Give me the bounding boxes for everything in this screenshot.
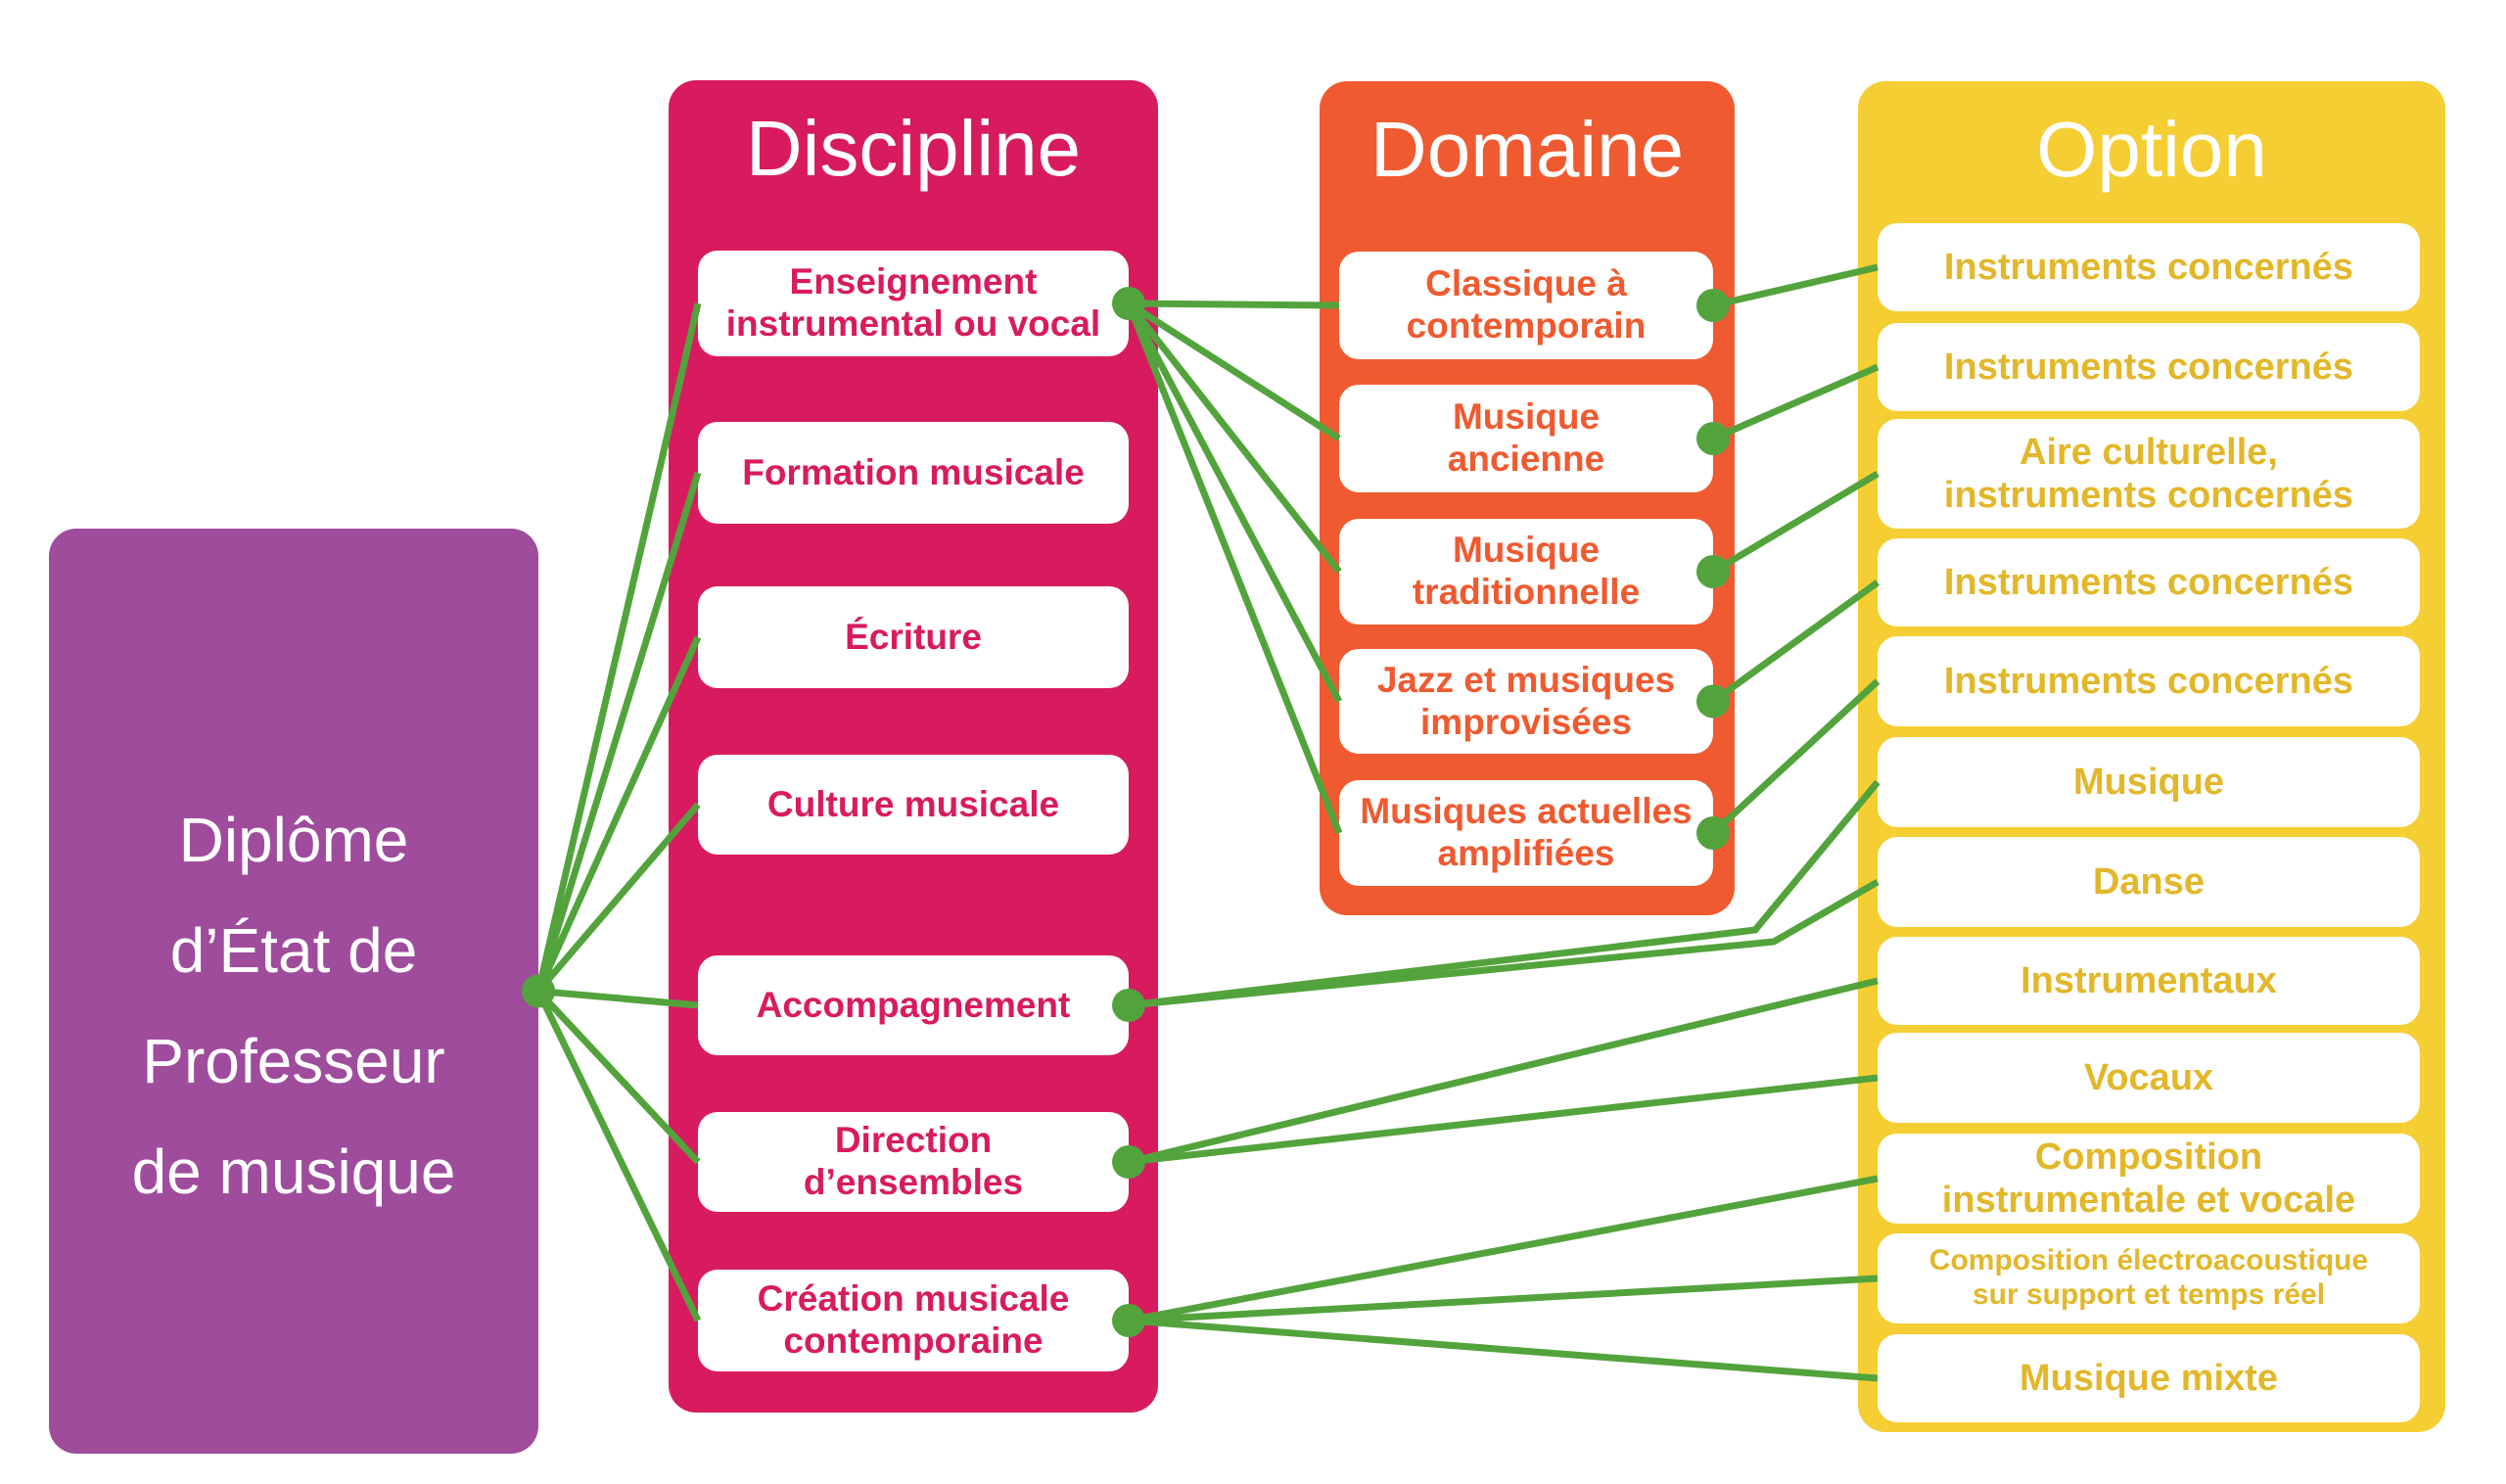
discipline-item-label: Culture musicale	[766, 783, 1060, 824]
discipline-item-label: Direction d’ensembles	[803, 1120, 1024, 1202]
discipline-item-creation-musicale-contemporaine: Création musicale contemporaine	[698, 1270, 1129, 1371]
domaine-column-header: Domaine	[1369, 106, 1685, 193]
option-item-musique: Musique	[1878, 737, 2420, 827]
option-item-label: Musique mixte	[2019, 1357, 2278, 1399]
domaine-item-classique-a-contemporain: Classique à contemporain	[1339, 252, 1713, 359]
discipline-item-accompagnement: Accompagnement	[698, 955, 1129, 1055]
option-item-label: Musique	[2072, 761, 2225, 803]
domaine-item-label: Musiques actuelles amplifiées	[1360, 791, 1693, 873]
option-item-label: Vocaux	[2083, 1056, 2214, 1098]
option-item-composition-instrumentale-et-vocale: Composition instrumentale et vocale	[1878, 1134, 2420, 1224]
option-item-composition-electroacoustique: Composition électroacoustique sur suppor…	[1878, 1233, 2420, 1323]
discipline-item-label: Accompagnement	[756, 984, 1071, 1025]
domaine-item-musiques-actuelles-amplifiees: Musiques actuelles amplifiées	[1339, 780, 1713, 886]
discipline-column-header: Discipline	[745, 105, 1082, 192]
option-item-label: Instruments concernés	[1943, 246, 2354, 288]
root-node-diplome: Diplôme d’État de Professeur de musique	[49, 529, 538, 1454]
domaine-item-label: Classique à contemporain	[1406, 263, 1647, 346]
discipline-item-label: Création musicale contemporaine	[757, 1278, 1070, 1361]
discipline-item-label: Enseignement instrumental ou vocal	[725, 261, 1101, 344]
discipline-item-label: Écriture	[845, 616, 982, 657]
option-item-label: Instruments concernés	[1943, 346, 2354, 388]
domaine-item-label: Musique traditionnelle	[1412, 530, 1641, 612]
discipline-column: Discipline Enseignement instrumental ou …	[669, 80, 1158, 1413]
root-node-label: Diplôme d’État de Professeur de musique	[131, 804, 456, 1207]
discipline-item-label: Formation musicale	[742, 451, 1085, 492]
domaine-item-jazz-et-musiques-improvisees: Jazz et musiques improvisées	[1339, 649, 1713, 754]
domaine-item-musique-traditionnelle: Musique traditionnelle	[1339, 519, 1713, 625]
option-item-label: Danse	[2092, 860, 2205, 903]
domaine-item-musique-ancienne: Musique ancienne	[1339, 385, 1713, 492]
discipline-item-culture-musicale: Culture musicale	[698, 755, 1129, 855]
option-item-instruments-concernes-2: Instruments concernés	[1878, 323, 2420, 411]
option-item-aire-culturelle-instruments-concernes: Aire culturelle, instruments concernés	[1878, 419, 2420, 529]
option-item-musique-mixte: Musique mixte	[1878, 1334, 2420, 1422]
option-item-label: Instruments concernés	[1943, 660, 2354, 702]
option-item-label: Composition instrumentale et vocale	[1941, 1136, 2356, 1221]
option-item-instruments-concernes-4: Instruments concernés	[1878, 636, 2420, 726]
option-item-danse: Danse	[1878, 837, 2420, 927]
option-item-instruments-concernes-3: Instruments concernés	[1878, 538, 2420, 626]
domaine-column: Domaine Classique à contemporain Musique…	[1320, 81, 1735, 915]
option-item-instrumentaux: Instrumentaux	[1878, 937, 2420, 1025]
discipline-item-ecriture: Écriture	[698, 586, 1129, 688]
option-column-header: Option	[2036, 106, 2267, 193]
domaine-item-label: Musique ancienne	[1447, 396, 1605, 479]
discipline-item-direction-densembles: Direction d’ensembles	[698, 1112, 1129, 1212]
option-item-vocaux: Vocaux	[1878, 1033, 2420, 1123]
option-item-label: Composition électroacoustique sur suppor…	[1928, 1244, 2369, 1311]
discipline-item-formation-musicale: Formation musicale	[698, 422, 1129, 524]
option-column: Option Instruments concernés Instruments…	[1858, 81, 2445, 1432]
option-item-instruments-concernes-1: Instruments concernés	[1878, 223, 2420, 311]
discipline-item-enseignement-instrumental-ou-vocal: Enseignement instrumental ou vocal	[698, 251, 1129, 356]
domaine-item-label: Jazz et musiques improvisées	[1376, 659, 1676, 742]
option-item-label: Aire culturelle, instruments concernés	[1943, 431, 2354, 516]
option-item-label: Instruments concernés	[1943, 561, 2354, 603]
option-item-label: Instrumentaux	[2020, 959, 2277, 1001]
